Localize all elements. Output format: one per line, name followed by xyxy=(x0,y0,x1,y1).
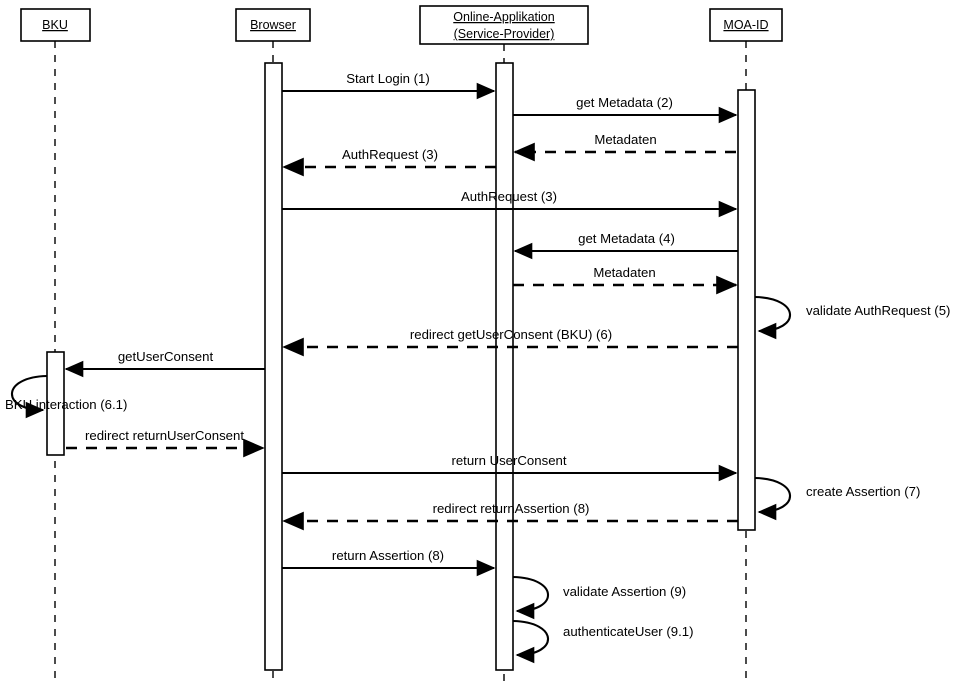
message-4[interactable]: AuthRequest (3) xyxy=(282,147,496,177)
lifeline-header-bku[interactable]: BKU xyxy=(20,8,91,42)
activation-bar-bku xyxy=(46,351,65,456)
self-message-2[interactable]: BKU interaction (6.1) xyxy=(5,374,127,419)
activation-bars-group xyxy=(46,62,756,671)
self-messages-group: validate AuthRequest (5) BKU interaction … xyxy=(5,295,950,664)
message-7[interactable]: Metadaten xyxy=(513,265,738,295)
self-message-label-1: validate AuthRequest (5) xyxy=(806,303,950,318)
self-message-label-5: authenticateUser (9.1) xyxy=(563,624,693,639)
message-label-3: Metadaten xyxy=(594,132,656,147)
lifeline-header-label-browser: Browser xyxy=(250,18,296,32)
self-message-4[interactable]: validate Assertion (9) xyxy=(512,575,686,620)
message-label-4: AuthRequest (3) xyxy=(342,147,438,162)
message-label-1: Start Login (1) xyxy=(346,71,430,86)
message-12[interactable]: redirect returnAssertion (8) xyxy=(282,501,738,531)
message-label-7: Metadaten xyxy=(593,265,655,280)
lifeline-headers-group: BKU Browser Online-Applikation(Service-Pro… xyxy=(20,5,783,45)
self-message-label-2: BKU interaction (6.1) xyxy=(5,397,127,412)
message-label-8: redirect getUserConsent (BKU) (6) xyxy=(410,327,612,342)
message-3[interactable]: Metadaten xyxy=(513,132,736,162)
message-5[interactable]: AuthRequest (3) xyxy=(282,189,738,218)
message-6[interactable]: get Metadata (4) xyxy=(513,231,738,260)
messages-group: Start Login (1) get Metadata (2) Metadaten… xyxy=(64,71,738,577)
lifeline-header-box-moaid xyxy=(709,8,783,42)
self-message-1[interactable]: validate AuthRequest (5) xyxy=(754,295,950,340)
message-label-5: AuthRequest (3) xyxy=(461,189,557,204)
activation-bar-moaid xyxy=(737,89,756,531)
message-13[interactable]: return Assertion (8) xyxy=(282,548,496,577)
lifeline-header-box-bku xyxy=(20,8,91,42)
lifeline-header-browser[interactable]: Browser xyxy=(235,8,311,42)
self-message-3[interactable]: create Assertion (7) xyxy=(754,476,920,521)
self-message-arrow-1 xyxy=(754,295,792,340)
message-label-9: getUserConsent xyxy=(118,349,214,364)
message-8[interactable]: redirect getUserConsent (BKU) (6) xyxy=(282,327,738,357)
activation-bar-oa xyxy=(495,62,514,671)
message-label-6: get Metadata (4) xyxy=(578,231,675,246)
self-message-arrow-5 xyxy=(512,619,550,664)
lifeline-header-box-browser xyxy=(235,8,311,42)
message-10[interactable]: redirect returnUserConsent xyxy=(66,428,265,458)
self-message-arrow-4 xyxy=(512,575,550,620)
lifeline-header-label-oa: Online-Applikation(Service-Provider) xyxy=(453,10,554,41)
lifeline-header-box-oa xyxy=(419,5,589,45)
message-label-12: redirect returnAssertion (8) xyxy=(433,501,590,516)
message-label-11: return UserConsent xyxy=(451,453,566,468)
lifeline-header-label-bku: BKU xyxy=(42,18,68,32)
message-2[interactable]: get Metadata (2) xyxy=(513,95,738,124)
message-label-2: get Metadata (2) xyxy=(576,95,673,110)
message-9[interactable]: getUserConsent xyxy=(64,349,265,378)
lifeline-header-label-moaid: MOA-ID xyxy=(723,18,768,32)
self-message-5[interactable]: authenticateUser (9.1) xyxy=(512,619,693,664)
message-11[interactable]: return UserConsent xyxy=(282,453,738,482)
message-label-13: return Assertion (8) xyxy=(332,548,444,563)
self-message-label-3: create Assertion (7) xyxy=(806,484,920,499)
message-label-10: redirect returnUserConsent xyxy=(85,428,244,443)
lifeline-header-moaid[interactable]: MOA-ID xyxy=(709,8,783,42)
self-message-label-4: validate Assertion (9) xyxy=(563,584,686,599)
self-message-arrow-3 xyxy=(754,476,792,521)
lifeline-header-oa[interactable]: Online-Applikation(Service-Provider) xyxy=(419,5,589,45)
activation-bar-browser xyxy=(264,62,283,671)
message-1[interactable]: Start Login (1) xyxy=(282,71,496,100)
self-message-arrow-2 xyxy=(10,374,48,419)
